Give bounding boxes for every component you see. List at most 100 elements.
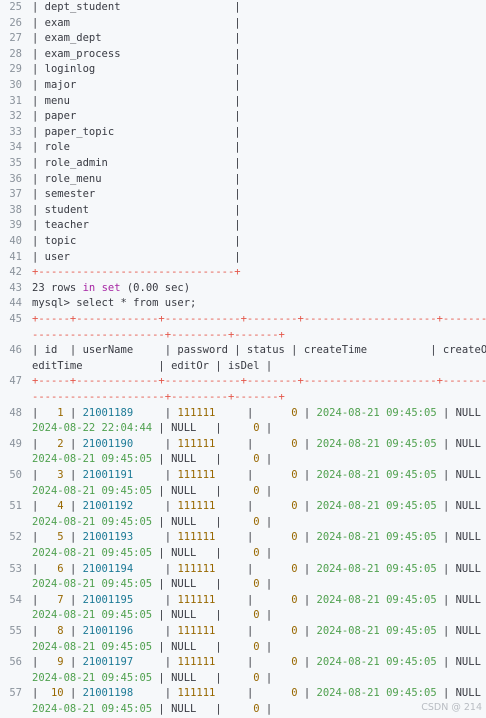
line-number: 43 <box>0 281 22 297</box>
cell-createtime: 2024-08-21 09:45:05 <box>317 531 437 543</box>
code-text: ---------------------+---------+-------+ <box>32 328 486 344</box>
line-number: 27 <box>0 31 22 47</box>
code-token: | <box>481 500 486 512</box>
cell-createtime: 2024-08-21 09:45:05 <box>317 656 437 668</box>
code-token: | <box>481 656 486 668</box>
code-token: | <box>133 656 177 668</box>
line-number: 45 <box>0 312 22 343</box>
code-text: editTime | editOr | isDel | <box>32 359 486 375</box>
cell-password: 111111 <box>177 469 215 481</box>
code-token: | <box>32 110 45 122</box>
code-text: 2024-08-21 09:45:05 | NULL | 0 | <box>32 452 486 468</box>
code-token: | <box>481 438 486 450</box>
code-token: | <box>234 204 240 216</box>
code-token: | <box>234 110 240 122</box>
table-row: 55| 8 | 21001196 | 111111 | 0 | 2024-08-… <box>0 624 486 655</box>
keyword: set <box>102 282 121 294</box>
line-number: 26 <box>0 16 22 32</box>
cell-editor: NULL <box>171 453 196 465</box>
code-text: | user | <box>32 250 486 266</box>
code-token: (0.00 sec) <box>121 282 191 294</box>
code-token: | <box>152 641 171 653</box>
code-token: | <box>152 703 171 715</box>
code-token: | <box>64 594 83 606</box>
code-token: | <box>234 48 240 60</box>
cell-createor: NULL <box>456 594 481 606</box>
line-number: 37 <box>0 187 22 203</box>
code-text: | topic | <box>32 234 486 250</box>
code-token: | <box>133 407 177 419</box>
line-number: 31 <box>0 94 22 110</box>
code-token: | <box>260 578 273 590</box>
code-token: | <box>152 609 171 621</box>
code-token: | <box>32 594 45 606</box>
code-token: | <box>152 422 171 434</box>
line-number: 41 <box>0 250 22 266</box>
cell-edittime: 2024-08-21 09:45:05 <box>32 485 152 497</box>
code-text: | role_admin | <box>32 156 486 172</box>
code-token: | <box>196 578 253 590</box>
line-number: 51 <box>0 499 22 530</box>
cell-createtime: 2024-08-21 09:45:05 <box>317 687 437 699</box>
code-text: ---------------------+---------+-------+ <box>32 390 486 406</box>
cell-username: 21001189 <box>83 407 134 419</box>
cell-password: 111111 <box>177 656 215 668</box>
code-token: | <box>32 235 45 247</box>
code-text: 2024-08-21 09:45:05 | NULL | 0 | <box>32 702 486 718</box>
code-token: | <box>234 1 240 13</box>
code-text: | 10 | 21001198 | 111111 | 0 | 2024-08-2… <box>32 686 486 702</box>
code-token: | <box>298 687 317 699</box>
table-name: role_admin <box>45 157 235 169</box>
cell-password: 111111 <box>177 500 215 512</box>
table-row: 54| 7 | 21001195 | 111111 | 0 | 2024-08-… <box>0 593 486 624</box>
line-number: 30 <box>0 78 22 94</box>
cell-username: 21001197 <box>83 656 134 668</box>
code-text: +-----+-------------+------------+------… <box>32 374 486 390</box>
code-text: | dept_student | <box>32 0 486 16</box>
cell-createor: NULL <box>456 407 481 419</box>
cell-edittime: 2024-08-21 09:45:05 <box>32 703 152 715</box>
code-token: | <box>133 594 177 606</box>
code-token: | <box>32 1 45 13</box>
code-token: | <box>437 563 456 575</box>
watermark: CSDN @ 214 <box>421 702 482 713</box>
code-token: | <box>64 563 83 575</box>
cell-createor: NULL <box>456 656 481 668</box>
code-text: | 4 | 21001192 | 111111 | 0 | 2024-08-21… <box>32 499 486 515</box>
code-text: | 2 | 21001190 | 111111 | 0 | 2024-08-21… <box>32 437 486 453</box>
code-token: | <box>234 32 240 44</box>
table-name: paper_topic <box>45 126 235 138</box>
cell-edittime: 2024-08-21 09:45:05 <box>32 516 152 528</box>
cell-password: 111111 <box>177 438 215 450</box>
code-token: | <box>481 687 486 699</box>
code-token: | <box>32 126 45 138</box>
code-token: | <box>481 625 486 637</box>
separator: ---------------------+---------+-------+ <box>32 329 285 341</box>
table-list-row: 31| menu | <box>0 94 486 110</box>
table-list-row: 28| exam_process | <box>0 47 486 63</box>
table-list-row: 41 | user | <box>0 250 486 266</box>
line-number: 46 <box>0 343 22 374</box>
code-text: | 1 | 21001189 | 111111 | 0 | 2024-08-21… <box>32 406 486 422</box>
code-token: | <box>234 251 240 263</box>
code-token: | <box>32 563 45 575</box>
code-token: | <box>64 531 83 543</box>
code-token: | <box>64 656 83 668</box>
separator-line: 45+-----+-------------+------------+----… <box>0 312 486 343</box>
code-token: | <box>298 594 317 606</box>
code-text: 2024-08-21 09:45:05 | NULL | 0 | <box>32 515 486 531</box>
cell-id: 10 <box>45 687 64 699</box>
table-name: dept_student <box>45 1 235 13</box>
code-token: | <box>260 485 273 497</box>
table-row: 50| 3 | 21001191 | 111111 | 0 | 2024-08-… <box>0 468 486 499</box>
code-token: | <box>133 531 177 543</box>
cell-password: 111111 <box>177 594 215 606</box>
cell-editor: NULL <box>171 672 196 684</box>
line-number: 52 <box>0 530 22 561</box>
cell-createtime: 2024-08-21 09:45:05 <box>317 407 437 419</box>
cell-username: 21001193 <box>83 531 134 543</box>
line-number: 47 <box>0 374 22 405</box>
code-token: | <box>32 48 45 60</box>
